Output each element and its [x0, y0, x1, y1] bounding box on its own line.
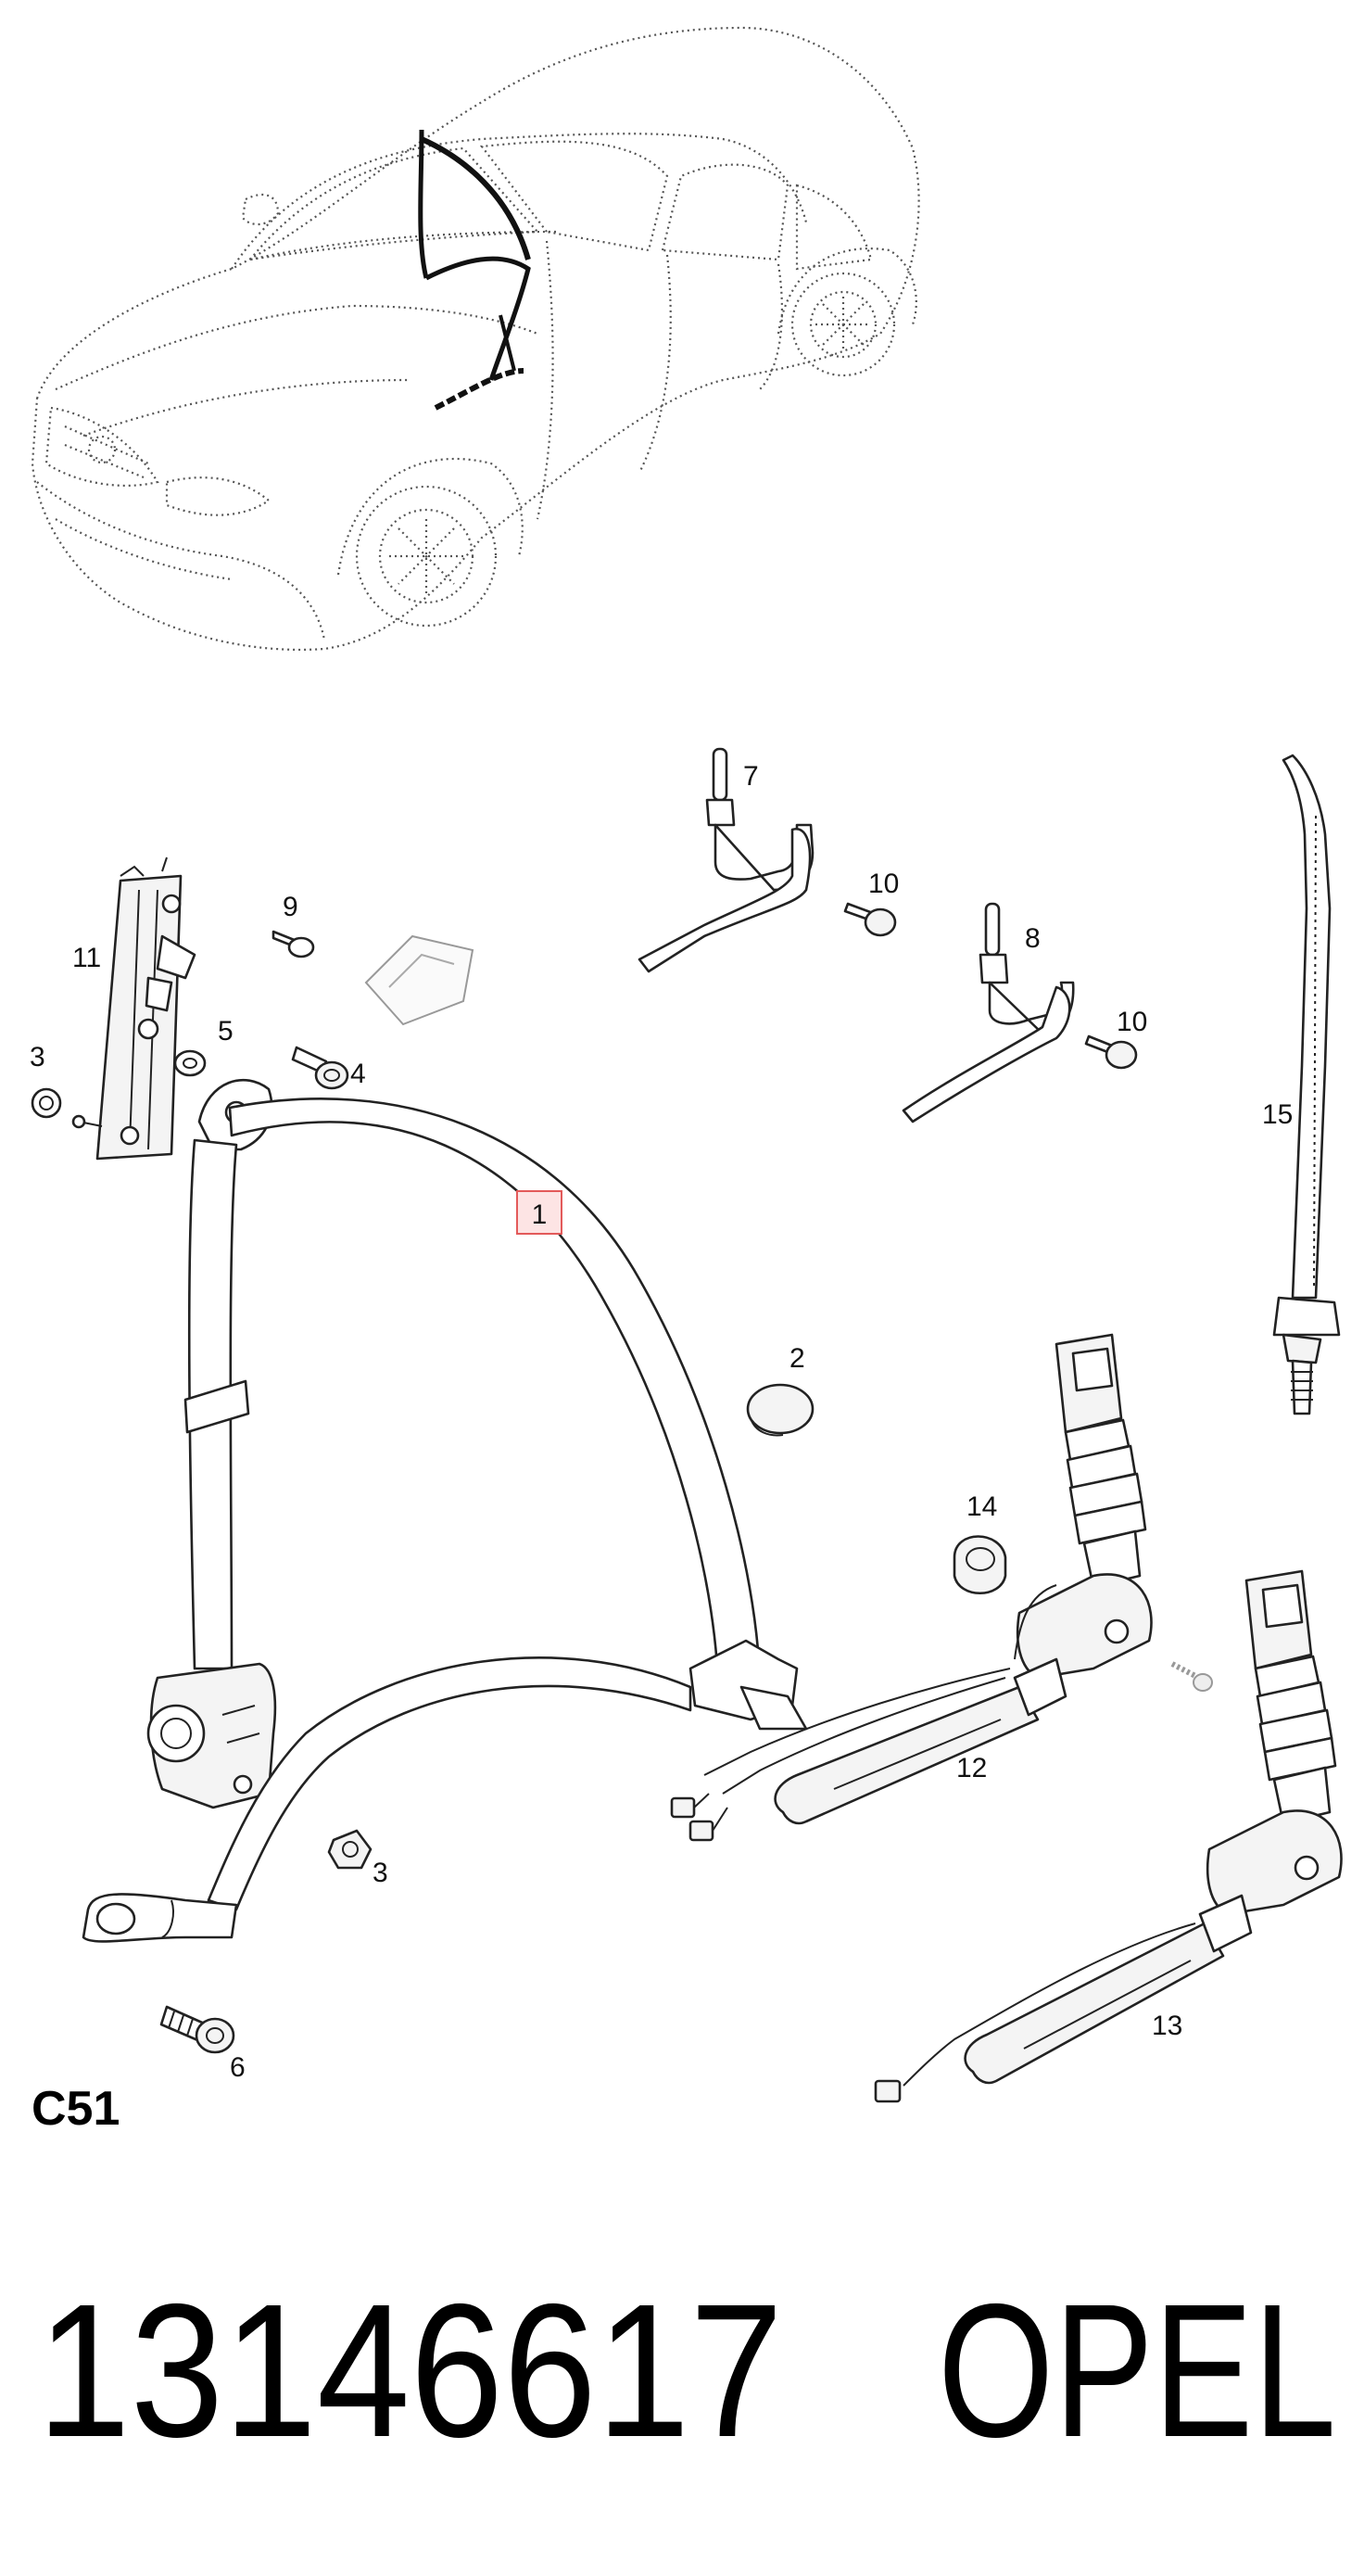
part-5-washer: [173, 1049, 207, 1077]
vehicle-overview-illustration: [31, 26, 920, 652]
part-13-buckle-pretensioner: [874, 1569, 1343, 2103]
callout-5: 5: [218, 1016, 234, 1047]
callout-15: 15: [1262, 1099, 1293, 1130]
callout-12: 12: [956, 1753, 987, 1783]
callout-2: 2: [789, 1343, 805, 1374]
brand-name: OPEL: [938, 2265, 1336, 2477]
callout-1-highlight-box: [516, 1190, 562, 1235]
callout-1: 1: [532, 1199, 548, 1230]
part-10-screw-lower: [1084, 1034, 1138, 1070]
part-10-screw-upper: [843, 902, 897, 937]
callout-10-lower: 10: [1117, 1007, 1147, 1037]
part-number: 13146617: [37, 2265, 783, 2477]
diagram-code-label: C51: [32, 2082, 120, 2136]
part-1-seat-belt-assembly: [82, 1079, 808, 1943]
callout-6: 6: [230, 2052, 246, 2083]
part-11-height-adjuster: [71, 857, 196, 1161]
callout-7: 7: [743, 761, 759, 792]
trim-clip: [364, 934, 474, 1026]
part-7-guide-rod: [638, 747, 815, 973]
callout-3-lower: 3: [373, 1858, 388, 1888]
callout-labels: 1 2 3 3 4 5 6 7 8 9 10 10 11 12 13 14 15: [30, 761, 1293, 2083]
part-14-grommet: [953, 1535, 1007, 1595]
callout-4: 4: [350, 1059, 366, 1089]
part-9-screw: [272, 930, 315, 958]
callout-8: 8: [1025, 923, 1041, 954]
part-15-cable-tie: [1272, 754, 1341, 1415]
part-3-nut-lower: [327, 1829, 373, 1870]
part-3-nut-upper: [31, 1087, 62, 1119]
callout-3-upper: 3: [30, 1042, 45, 1072]
callout-10-upper: 10: [868, 869, 899, 899]
callout-13: 13: [1152, 2011, 1182, 2041]
part-12-buckle-pretensioner: [670, 1333, 1213, 1842]
part-2-cap: [746, 1383, 815, 1437]
callout-9: 9: [283, 892, 298, 922]
part-4-bolt: [291, 1046, 349, 1090]
callout-14: 14: [966, 1491, 997, 1522]
callout-11: 11: [72, 943, 101, 973]
part-8-guide-rod: [902, 902, 1075, 1123]
part-6-bolt: [159, 2005, 235, 2054]
